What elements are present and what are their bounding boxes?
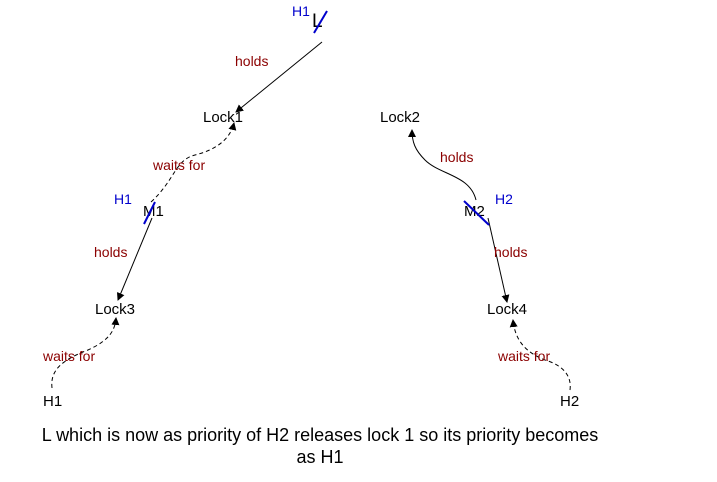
node-lock1: Lock1 (203, 109, 243, 126)
edge-label-l-holds: holds (235, 53, 268, 69)
edge-h2-waits-for-lock4 (509, 319, 571, 391)
node-h2: H2 (560, 393, 579, 410)
strike-mark-m2 (463, 200, 490, 226)
edge-m2-holds-lock2 (408, 129, 477, 201)
diagram-caption: L which is now as priority of H2 release… (41, 425, 599, 467)
node-l: L (312, 11, 323, 32)
node-lock3: Lock3 (95, 301, 135, 318)
edge-label-h2-waits-for: waits for (497, 348, 550, 364)
node-lock2: Lock2 (380, 109, 420, 126)
edge-label-m2-holds-lock4: holds (494, 244, 527, 260)
edge-label-m1-waits-for: waits for (152, 157, 205, 173)
strike-mark-m1 (143, 201, 156, 225)
strike-mark-l (313, 10, 328, 34)
priority-tag-l: H1 (292, 3, 310, 19)
priority-tag-m1: H1 (114, 191, 132, 207)
node-lock4: Lock4 (487, 301, 527, 318)
edge-m2-holds-lock4 (487, 217, 510, 303)
edge-m1-waits-for-lock1 (150, 122, 237, 203)
priority-tag-m2: H2 (495, 191, 513, 207)
node-h1: H1 (43, 393, 62, 410)
edge-l-holds-lock1 (235, 41, 323, 113)
edge-m1-holds-lock3 (116, 217, 153, 301)
edge-label-h1-waits-for: waits for (42, 348, 95, 364)
edge-label-m2-holds-lock2: holds (440, 149, 473, 165)
edge-label-m1-holds: holds (94, 244, 127, 260)
edge-h1-waits-for-lock3 (51, 317, 120, 389)
